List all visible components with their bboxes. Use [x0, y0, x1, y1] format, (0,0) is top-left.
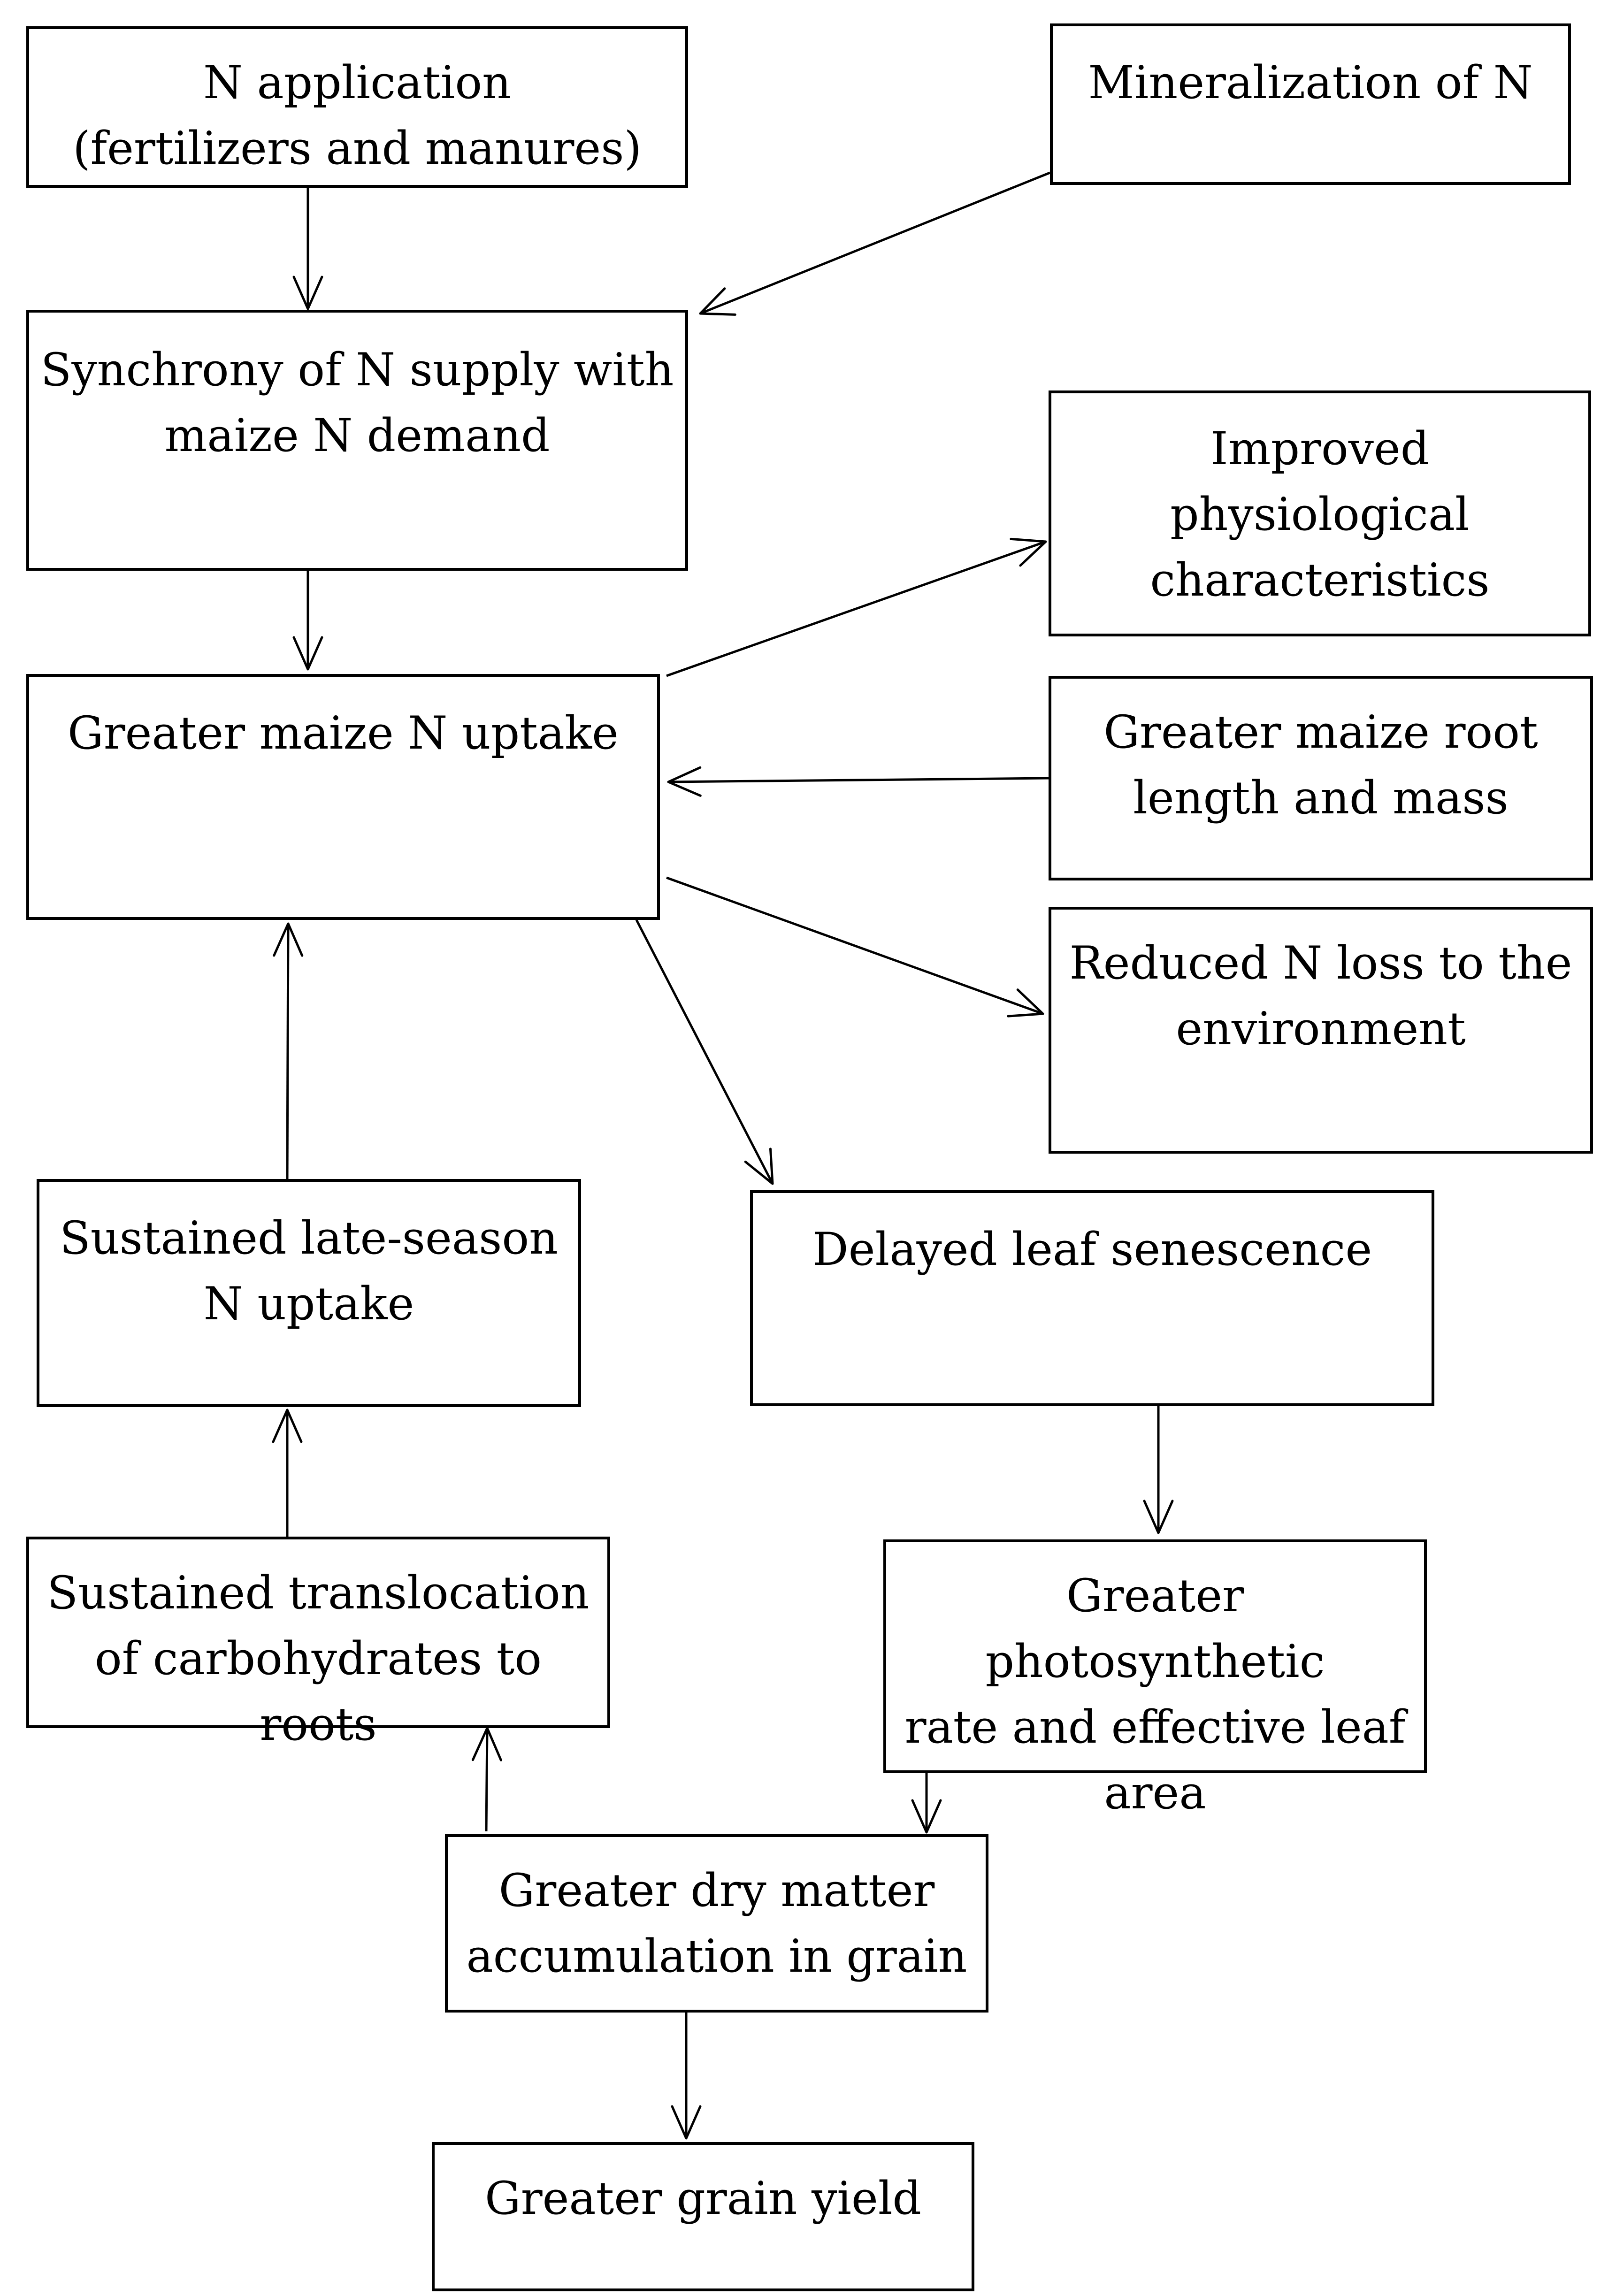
node-label: Greater photosynthetic rate and effectiv…	[904, 1569, 1406, 1819]
arrowhead-n_uptake	[273, 922, 304, 957]
node-label: Greater maize root length and mass	[1103, 706, 1538, 824]
node-grain-yield: Greater grain yield	[432, 2142, 974, 2291]
arrowhead-delayed_senescence	[744, 1148, 774, 1185]
arrow-dry_matter-to-translocation	[485, 1728, 489, 1832]
node-label: Reduced N loss to the environment	[1069, 937, 1572, 1055]
node-photosynthetic: Greater photosynthetic rate and effectiv…	[883, 1539, 1427, 1819]
node-label: Improved physiological characteristics	[1150, 422, 1490, 606]
arrow-n_uptake-to-improved_physiology	[666, 540, 1046, 677]
arrowhead-n_uptake	[292, 636, 323, 671]
node-late-season-uptake: Sustained late-season N uptake	[37, 1179, 581, 1407]
node-label: N application (fertilizers and manures)	[73, 56, 642, 175]
arrow-mineralization-to-synchrony	[700, 171, 1050, 315]
arrow-n_uptake-to-reduced_n_loss	[666, 876, 1043, 1015]
arrowhead-late_season_uptake	[272, 1408, 303, 1443]
node-improved-physiology: Improved physiological characteristics	[1049, 390, 1591, 636]
node-dry-matter: Greater dry matter accumulation in grain	[445, 1834, 988, 2013]
node-label: Delayed leaf senescence	[812, 1223, 1372, 1276]
arrowhead-translocation	[471, 1727, 502, 1761]
arrow-root_length-to-n_uptake	[668, 777, 1049, 783]
node-label: Sustained translocation of carbohydrates…	[47, 1567, 590, 1751]
arrowhead-synchrony	[292, 276, 323, 310]
arrowhead-photosynthetic	[1143, 1500, 1174, 1534]
node-label: Greater grain yield	[485, 2172, 921, 2225]
node-label: Greater maize N uptake	[68, 707, 619, 759]
node-label: Mineralization of N	[1088, 56, 1533, 109]
arrow-n_uptake-to-delayed_senescence	[635, 919, 774, 1185]
node-n-uptake: Greater maize N uptake	[26, 674, 660, 920]
node-label: Greater dry matter accumulation in grain	[466, 1864, 967, 1982]
node-delayed-senescence: Delayed leaf senescence	[750, 1190, 1434, 1406]
node-reduced-n-loss: Reduced N loss to the environment	[1049, 907, 1593, 1154]
node-translocation: Sustained translocation of carbohydrates…	[26, 1537, 610, 1751]
node-n-application: N application (fertilizers and manures)	[26, 26, 688, 188]
node-label: Sustained late-season N uptake	[60, 1212, 558, 1330]
node-root-length: Greater maize root length and mass	[1049, 676, 1593, 880]
arrowhead-reduced_n_loss	[1007, 988, 1044, 1018]
arrowhead-improved_physiology	[1010, 537, 1047, 567]
arrowhead-dry_matter	[911, 1799, 942, 1834]
arrowhead-synchrony	[699, 287, 736, 316]
node-synchrony: Synchrony of N supply with maize N deman…	[26, 310, 688, 571]
arrow-late_season_uptake-to-n_uptake	[286, 923, 290, 1179]
arrowhead-grain_yield	[671, 2105, 702, 2140]
node-mineralization: Mineralization of N	[1050, 23, 1571, 185]
arrowhead-n_uptake	[667, 766, 702, 797]
node-label: Synchrony of N supply with maize N deman…	[40, 344, 674, 462]
